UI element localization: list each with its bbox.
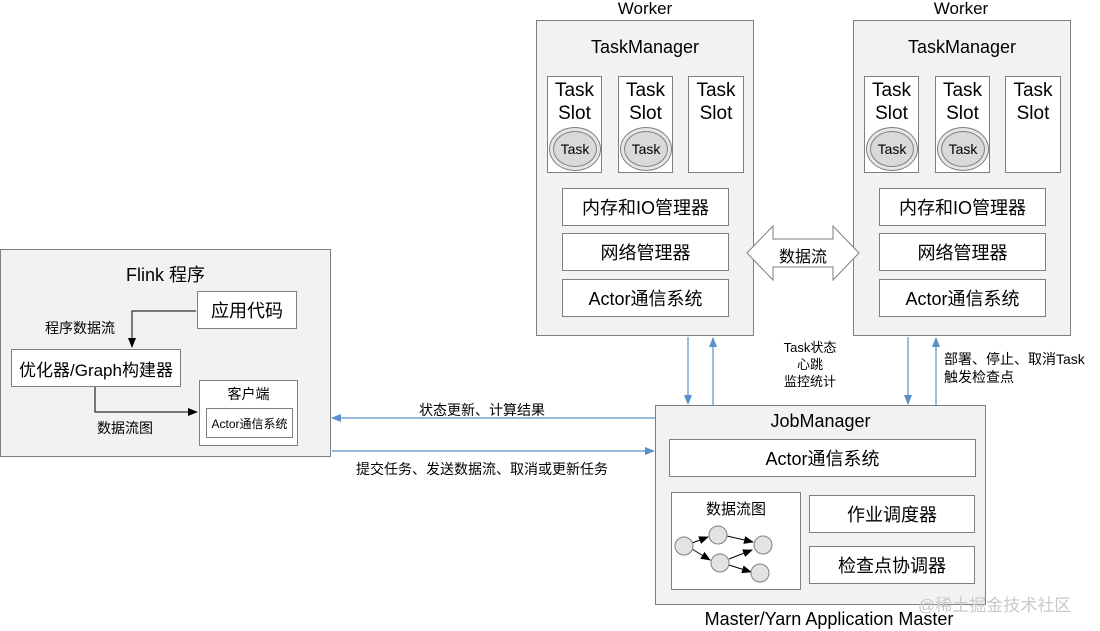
dataflow-graph-arrow — [94, 387, 198, 416]
program-dataflow-label: 程序数据流 — [45, 320, 115, 336]
optimizer-box: 优化器/Graph构建器 — [11, 349, 181, 387]
mini-dag-nodes — [674, 525, 773, 583]
task-node: Task — [620, 127, 672, 171]
job-scheduler-box: 作业调度器 — [809, 495, 975, 533]
actor-system: Actor通信系统 — [562, 279, 729, 317]
heartbeat-label: Task状态 心跳 监控统计 — [770, 339, 850, 390]
client-actor-box: Actor通信系统 — [206, 408, 293, 438]
job-manager-title: JobManager — [770, 411, 871, 431]
status-update-label: 状态更新、计算结果 — [419, 402, 545, 418]
task-manager-title: TaskManager — [590, 37, 700, 57]
task-node: Task — [549, 127, 601, 171]
network-manager: 网络管理器 — [879, 233, 1046, 271]
job-dataflow-graph-title: 数据流图 — [705, 501, 766, 518]
deploy-line: 触发检查点 — [944, 369, 1014, 385]
mini-dag — [691, 535, 754, 574]
task-node: Task — [866, 127, 918, 171]
worker-label: Worker — [933, 0, 989, 18]
checkpoint-coordinator-box: 检查点协调器 — [809, 546, 975, 584]
actor-system: Actor通信系统 — [879, 279, 1046, 317]
job-manager-actor: Actor通信系统 — [669, 439, 976, 477]
heartbeat-line: 心跳 — [796, 357, 823, 372]
deploy-line: 部署、停止、取消Task — [944, 351, 1085, 367]
dataflow-graph-label: 数据流图 — [97, 420, 153, 436]
program-dataflow-arrow — [128, 310, 196, 348]
memory-io-manager: 内存和IO管理器 — [562, 188, 729, 226]
dataflow-arrow-label: 数据流 — [778, 249, 827, 266]
client-box: 客户端 Actor通信系统 — [199, 380, 298, 446]
app-code-box: 应用代码 — [197, 291, 297, 329]
task-node: Task — [937, 127, 989, 171]
submit-task-label: 提交任务、发送数据流、取消或更新任务 — [356, 461, 608, 477]
heartbeat-line: 监控统计 — [783, 374, 836, 389]
task-manager-title: TaskManager — [907, 37, 1017, 57]
watermark: @稀土掘金技术社区 — [918, 596, 1072, 615]
flink-program: Flink 程序 应用代码 程序数据流 优化器/Graph构建器 数据流图 客户… — [0, 249, 331, 457]
network-manager: 网络管理器 — [562, 233, 729, 271]
flink-program-title: Flink 程序 — [125, 265, 205, 285]
dataflow-double-arrow — [746, 224, 860, 282]
job-dataflow-graph: 数据流图 — [671, 492, 801, 590]
job-manager: JobManager Actor通信系统 数据流图 作业调度器 检查点协调器 — [655, 405, 986, 605]
job-manager-footer: Master/Yarn Application Master — [704, 609, 954, 629]
heartbeat-line: Task状态 — [783, 340, 837, 355]
deploy-label: 部署、停止、取消Task 触发检查点 — [944, 350, 1085, 386]
worker-label: Worker — [617, 0, 673, 18]
client-title: 客户端 — [227, 386, 270, 402]
memory-io-manager: 内存和IO管理器 — [879, 188, 1046, 226]
